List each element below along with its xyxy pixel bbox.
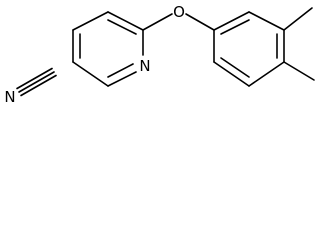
- benzene-bond-c2-c3: [248, 11, 285, 31]
- benzene-bond-c1-c2: [213, 11, 250, 31]
- nitrile-group: N: [4, 67, 57, 106]
- pyridine-bond-c5-c6-inner: [107, 19, 137, 35]
- ether-oxygen-label: O: [173, 3, 185, 21]
- nitrile-triple-bond-3: [20, 74, 57, 97]
- benzene-bond-c4-c5: [248, 61, 285, 87]
- ether-bond-o-benzene: [185, 13, 215, 31]
- nitrile-nitrogen-label: N: [4, 88, 15, 106]
- chemical-structure: N N O: [4, 3, 315, 106]
- pyridine-bond-c4-c5: [72, 11, 109, 31]
- benzene-bond-c1-c2-inner: [220, 19, 250, 35]
- nitrile-triple-bond-2: [18, 71, 55, 93]
- methyl-groups: [283, 7, 315, 81]
- pyridine-bond-n1-c2-inner: [107, 63, 134, 78]
- methyl-bond-lower: [283, 61, 315, 81]
- ether-linkage: O: [142, 3, 215, 31]
- benzene-bond-c5-c6: [213, 61, 250, 87]
- benzene-bond-c5-c6-inner: [220, 57, 250, 78]
- pyridine-ring: N: [72, 11, 151, 87]
- pyridine-bond-c5-c6: [107, 11, 144, 31]
- ether-bond-pyridine-o: [142, 13, 173, 31]
- dimethylbenzene-ring: [213, 11, 285, 87]
- pyridine-bond-n1-c2: [107, 71, 137, 87]
- nitrile-triple-bond-1: [16, 67, 53, 90]
- methyl-bond-upper: [283, 7, 313, 31]
- pyridine-bond-c2-c3: [72, 61, 109, 87]
- pyridine-nitrogen-label: N: [139, 57, 150, 75]
